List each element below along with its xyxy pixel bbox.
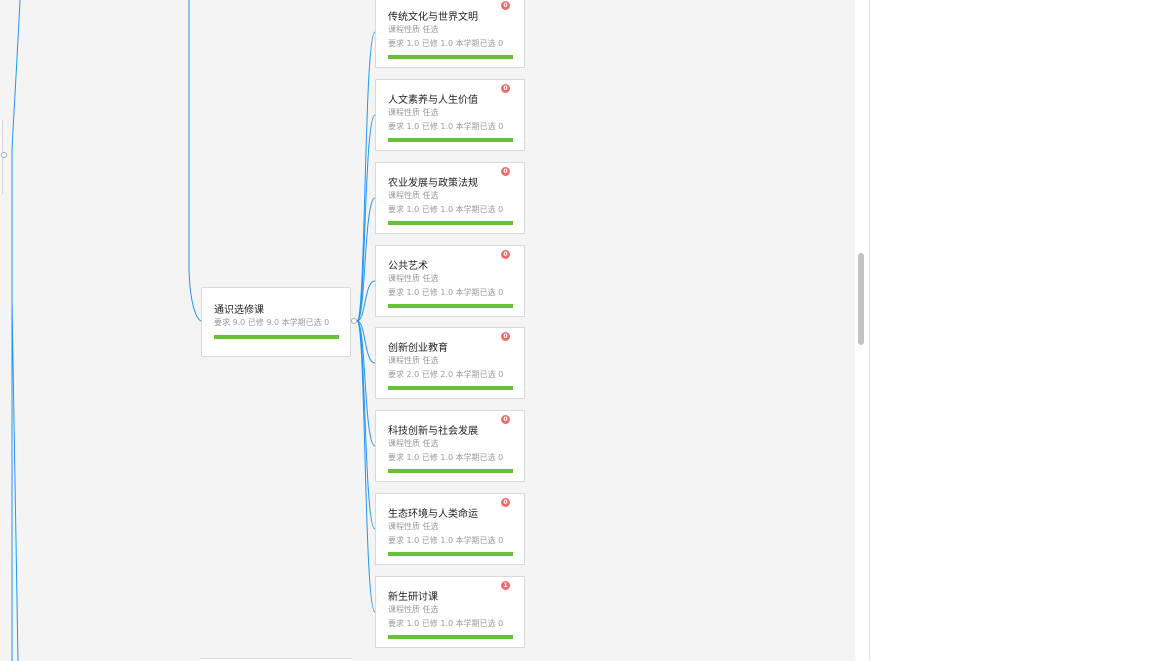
course-progress-fill xyxy=(388,304,513,308)
course-stats: 要求 1.0 已修 1.0 本学期已选 0 xyxy=(388,453,504,462)
course-progress-bar xyxy=(388,138,513,142)
course-stats: 要求 1.0 已修 1.0 本学期已选 0 xyxy=(388,288,504,297)
course-nature: 课程性质 任选 xyxy=(388,25,439,34)
parent-node-title: 通识选修课 xyxy=(214,305,264,316)
course-nature: 课程性质 任选 xyxy=(388,191,439,200)
course-progress-fill xyxy=(388,469,513,473)
selected-count-badge: 0 xyxy=(501,415,510,424)
course-card-7[interactable]: 新生研讨课 课程性质 任选 要求 1.0 已修 1.0 本学期已选 0 1 xyxy=(375,576,525,648)
selected-count-badge: 0 xyxy=(501,84,510,93)
course-nature: 课程性质 任选 xyxy=(388,439,439,448)
course-card-1[interactable]: 人文素养与人生价值 课程性质 任选 要求 1.0 已修 1.0 本学期已选 0 … xyxy=(375,79,525,151)
selected-count-badge: 0 xyxy=(501,332,510,341)
selected-count-badge: 0 xyxy=(501,250,510,259)
selected-count-badge: 0 xyxy=(501,498,510,507)
course-title: 农业发展与政策法规 xyxy=(388,178,478,189)
course-title: 人文素养与人生价值 xyxy=(388,95,478,106)
course-progress-fill xyxy=(388,635,513,639)
child-link-line xyxy=(356,114,376,322)
course-card-6[interactable]: 生态环境与人类命运 课程性质 任选 要求 1.0 已修 1.0 本学期已选 0 … xyxy=(375,493,525,565)
left-expand-toggle[interactable] xyxy=(1,152,7,158)
course-stats: 要求 1.0 已修 1.0 本学期已选 0 xyxy=(388,205,504,214)
child-link-lines xyxy=(356,31,376,613)
panel-divider xyxy=(869,0,870,661)
child-link-line xyxy=(356,320,376,447)
course-title: 新生研讨课 xyxy=(388,592,438,603)
course-progress-bar xyxy=(388,635,513,639)
course-title: 生态环境与人类命运 xyxy=(388,509,478,520)
course-stats: 要求 2.0 已修 2.0 本学期已选 0 xyxy=(388,370,504,379)
parent-node-stats: 要求 9.0 已修 9.0 本学期已选 0 xyxy=(214,318,330,327)
course-progress-bar xyxy=(388,469,513,473)
trunk-line xyxy=(11,299,19,661)
selected-count-badge: 0 xyxy=(501,1,510,10)
connector-lines xyxy=(11,0,376,661)
parent-link-line xyxy=(188,0,202,322)
course-progress-bar xyxy=(388,221,513,225)
course-progress-fill xyxy=(388,386,513,390)
course-progress-bar xyxy=(388,55,513,59)
selected-count-badge: 1 xyxy=(501,581,510,590)
course-title: 创新创业教育 xyxy=(388,343,448,354)
course-card-2[interactable]: 农业发展与政策法规 课程性质 任选 要求 1.0 已修 1.0 本学期已选 0 … xyxy=(375,162,525,234)
course-card-4[interactable]: 创新创业教育 课程性质 任选 要求 2.0 已修 2.0 本学期已选 0 0 xyxy=(375,327,525,399)
course-title: 公共艺术 xyxy=(388,261,428,272)
child-link-line xyxy=(356,320,376,613)
child-link-line xyxy=(356,197,376,322)
course-card-3[interactable]: 公共艺术 课程性质 任选 要求 1.0 已修 1.0 本学期已选 0 0 xyxy=(375,245,525,317)
course-stats: 要求 1.0 已修 1.0 本学期已选 0 xyxy=(388,619,504,628)
parent-progress-bar xyxy=(214,335,339,339)
course-nature: 课程性质 任选 xyxy=(388,522,439,531)
vertical-scrollbar-thumb[interactable] xyxy=(858,253,864,345)
mindmap-canvas[interactable]: 通识选修课 要求 9.0 已修 9.0 本学期已选 0 传统文化与世界文明 课程… xyxy=(0,0,855,661)
course-nature: 课程性质 任选 xyxy=(388,274,439,283)
course-progress-bar xyxy=(388,304,513,308)
parent-expand-toggle[interactable] xyxy=(351,318,357,324)
next-node-card-edge xyxy=(201,658,351,661)
child-link-line xyxy=(356,280,376,322)
trunk-line xyxy=(11,0,21,156)
course-progress-fill xyxy=(388,221,513,225)
course-progress-bar xyxy=(388,552,513,556)
selected-count-badge: 0 xyxy=(501,167,510,176)
child-link-line xyxy=(356,31,376,322)
course-title: 传统文化与世界文明 xyxy=(388,12,478,23)
course-title: 科技创新与社会发展 xyxy=(388,426,478,437)
course-nature: 课程性质 任选 xyxy=(388,356,439,365)
parent-progress-fill xyxy=(214,335,339,339)
course-progress-fill xyxy=(388,552,513,556)
course-progress-fill xyxy=(388,138,513,142)
course-progress-fill xyxy=(388,55,513,59)
course-stats: 要求 1.0 已修 1.0 本学期已选 0 xyxy=(388,536,504,545)
course-nature: 课程性质 任选 xyxy=(388,108,439,117)
child-link-line xyxy=(356,320,376,364)
child-link-line xyxy=(356,320,376,530)
course-progress-bar xyxy=(388,386,513,390)
parent-node-card[interactable]: 通识选修课 要求 9.0 已修 9.0 本学期已选 0 xyxy=(201,287,351,357)
course-stats: 要求 1.0 已修 1.0 本学期已选 0 xyxy=(388,39,504,48)
course-nature: 课程性质 任选 xyxy=(388,605,439,614)
course-stats: 要求 1.0 已修 1.0 本学期已选 0 xyxy=(388,122,504,131)
course-card-5[interactable]: 科技创新与社会发展 课程性质 任选 要求 1.0 已修 1.0 本学期已选 0 … xyxy=(375,410,525,482)
course-card-0[interactable]: 传统文化与世界文明 课程性质 任选 要求 1.0 已修 1.0 本学期已选 0 … xyxy=(375,0,525,68)
